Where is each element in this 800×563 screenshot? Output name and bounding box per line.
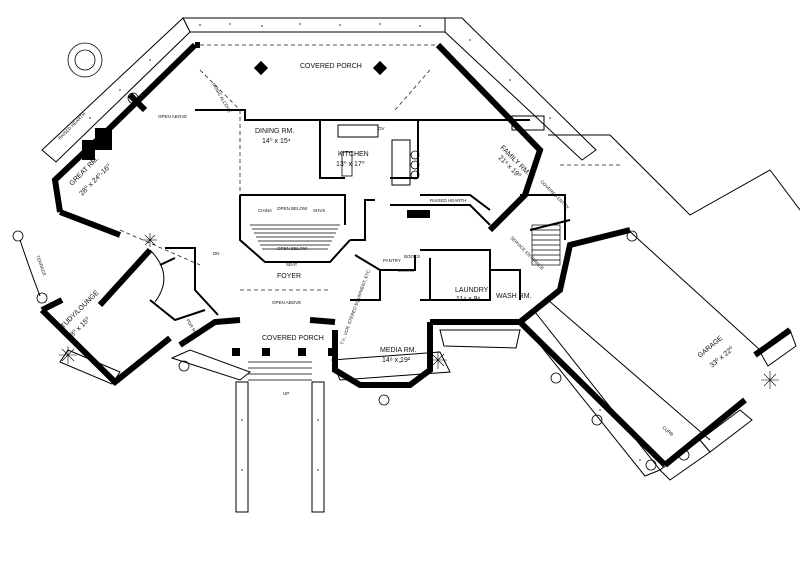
service-stair [531, 224, 561, 266]
books-label-2: BOOKS [398, 268, 414, 273]
laundry-name: LAUNDRY [455, 287, 489, 294]
oven-label: OV [378, 126, 385, 131]
planting-beds [41, 17, 797, 513]
books-label-1: BOOKS [404, 254, 420, 259]
media-room-dim: 14⁶ x 19² [382, 357, 411, 364]
service-entrance-label: SERVICE ENTRANCE [509, 235, 545, 271]
shrub-sprays [59, 233, 779, 389]
dining-room-name: DINING RM. [255, 128, 294, 135]
kitchen-name: KITCHEN [338, 151, 369, 158]
front-up-label: UP [283, 391, 289, 396]
front-steps [248, 361, 312, 381]
raised-hearth-family-label: RAISED HEARTH [430, 198, 466, 203]
kitchen-fixtures [337, 124, 420, 186]
open-below-stair-label: OPEN BELOW [277, 246, 308, 251]
front-covered-porch-label: COVERED PORCH [262, 335, 324, 342]
columns [232, 60, 388, 356]
exterior-walls [39, 42, 792, 468]
foyer-label: FOYER [277, 273, 301, 280]
kitchen-dim: 13⁰ x 17⁰ [336, 160, 365, 168]
rear-covered-porch-label: COVERED PORCH [300, 63, 362, 70]
china-label: CHINA [258, 208, 272, 213]
media-room-name: MEDIA RM. [380, 347, 417, 354]
fireplaces [82, 115, 545, 218]
wash-room-label: WASH RM. [496, 293, 532, 300]
study-bay-arc [149, 249, 165, 303]
curb-label: CURB [661, 425, 674, 437]
pantry-label: PANTRY [383, 258, 401, 263]
laundry-dim: 11⁴ x 9⁶ [456, 296, 481, 303]
open-below-bridge-label: OPEN BELOW [277, 206, 308, 211]
music-alcove-label: MUSIC ALCOVE [211, 82, 232, 114]
trees [12, 42, 690, 471]
shvs-label: SHVS [313, 208, 325, 213]
seat-label: SEAT [286, 262, 298, 267]
dining-room-dim: 14⁰ x 15⁴ [262, 137, 291, 145]
main-stair [250, 224, 340, 250]
open-above-foyer-label: OPEN ABOVE [272, 300, 301, 305]
stair-down-label: DN [213, 251, 220, 256]
open-lines [119, 44, 620, 291]
tv-equipment-label: T.V., VCR, STEREO EQUIPMENT, ETC. [339, 268, 371, 345]
terrace-label: TERRACE [35, 255, 47, 277]
open-above-left-label: OPEN ABOVE [158, 114, 187, 119]
terrace-arc [19, 239, 41, 297]
garage-slab [547, 134, 800, 441]
